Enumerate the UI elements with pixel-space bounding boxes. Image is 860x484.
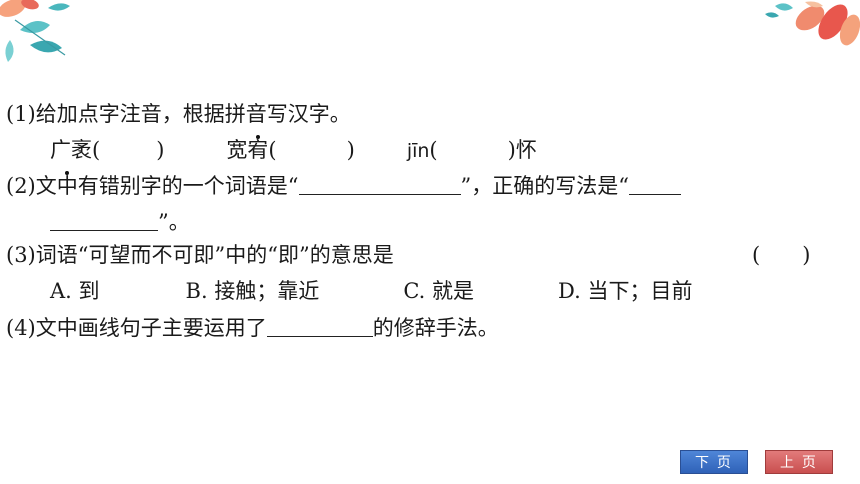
option-a[interactable]: A. 到 (50, 279, 100, 303)
floral-decoration-right (765, 1, 860, 46)
answer-blank-correct-word-part2[interactable] (50, 210, 158, 231)
option-b[interactable]: B. 接触；靠近 (185, 279, 320, 303)
answer-blank-correct-word-part1[interactable] (628, 174, 681, 195)
question-1-items: 广袤() 宽宥() jīn()怀 (50, 136, 537, 165)
item-kuanyou: 宽宥() (226, 138, 355, 162)
question-4-label: (4)文中画线句子主要运用了的修辞手法。 (6, 316, 499, 340)
answer-blank-rhetoric[interactable] (266, 316, 373, 337)
answer-paren-q3[interactable]: ( ) (752, 243, 811, 267)
next-page-button[interactable]: 下 页 (680, 450, 748, 474)
answer-blank-wrong-word[interactable] (298, 174, 461, 195)
question-1-label: (1)给加点字注音，根据拼音写汉字。 (6, 102, 351, 126)
option-c[interactable]: C. 就是 (403, 279, 474, 303)
question-3-options: A. 到 B. 接触；靠近 C. 就是 D. 当下；目前 (50, 277, 692, 305)
floral-decoration-left (0, 0, 70, 62)
item-jin-huai: jīn()怀 (406, 138, 537, 162)
question-2-continuation: ”。 (50, 208, 190, 236)
question-3-label: (3)词语“可望而不可即”中的“即”的意思是 (6, 243, 394, 267)
previous-page-button[interactable]: 上 页 (765, 450, 833, 474)
option-d[interactable]: D. 当下；目前 (558, 279, 693, 303)
item-guangmao: 广袤() (50, 138, 165, 162)
question-2-label: (2)文中有错别字的一个词语是“”，正确的写法是“ (6, 172, 681, 200)
